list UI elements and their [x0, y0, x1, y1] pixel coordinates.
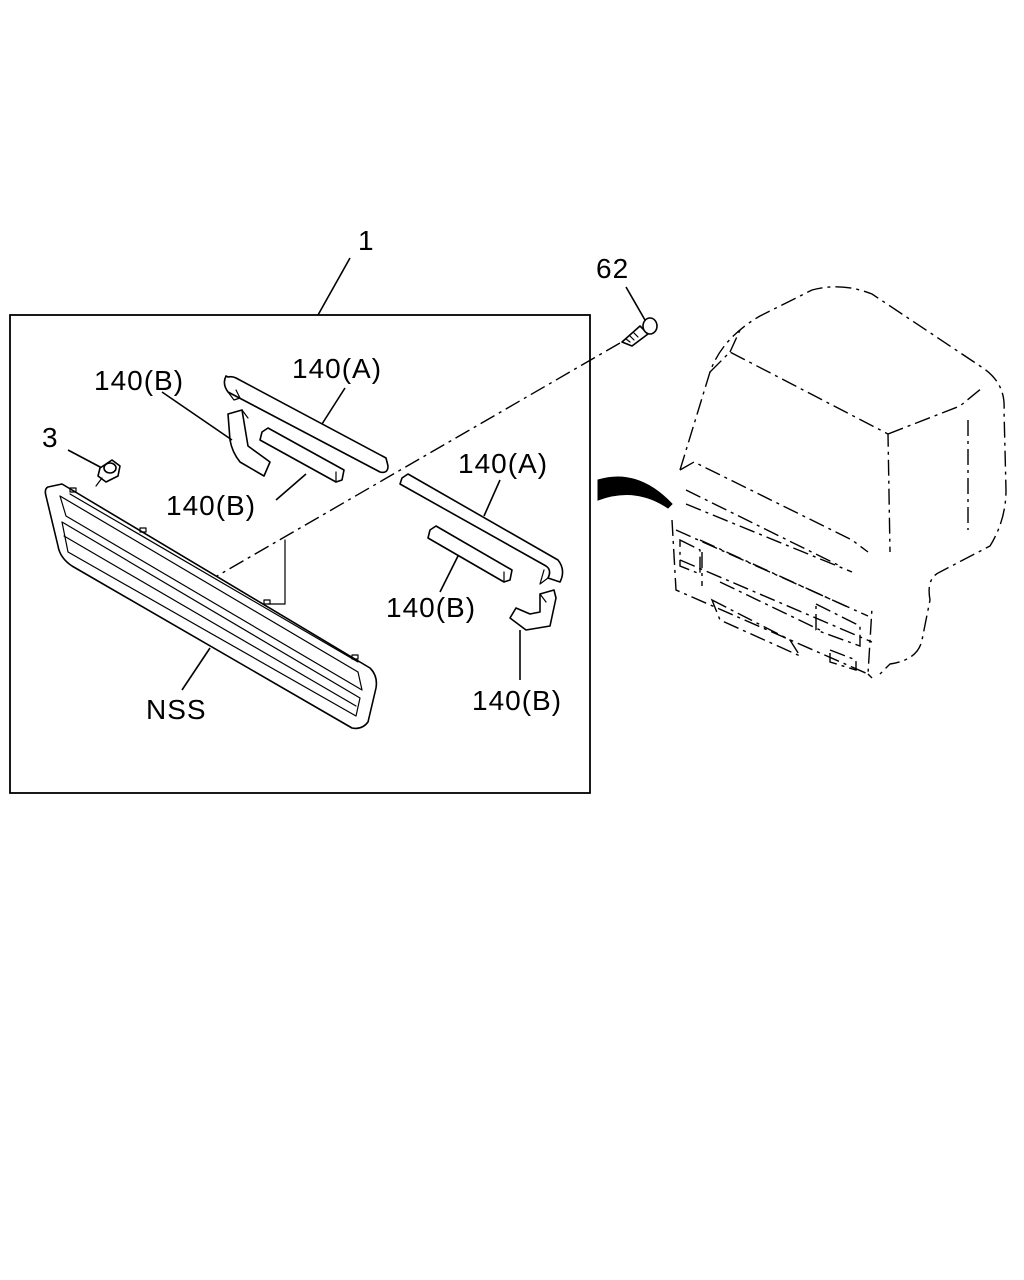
truck-cab-illustration — [671, 286, 1007, 679]
seal-a-upper-part — [223, 375, 389, 474]
callout-seal-a-lower: 140(A) — [458, 448, 548, 479]
callout-screw: 62 — [596, 253, 629, 284]
leader-clip — [67, 449, 103, 469]
seal-b-lower-right-part — [509, 589, 557, 631]
seal-a-lower-part — [399, 473, 564, 585]
leader-seal-a-lower — [483, 479, 501, 517]
leader-seal-b-upper-left — [161, 391, 233, 441]
alignment-line-screw — [204, 342, 621, 584]
callout-assembly: 1 — [358, 225, 375, 256]
screw-part — [621, 317, 658, 347]
leader-seal-b-upper-mid — [275, 473, 307, 501]
callout-seal-b-lower-mid: 140(B) — [386, 592, 476, 623]
leader-seal-a-upper — [321, 387, 346, 425]
leader-assembly — [317, 257, 351, 316]
callout-seal-a-upper: 140(A) — [292, 353, 382, 384]
assembly-frame — [9, 314, 591, 794]
seal-b-upper-left-part — [227, 409, 271, 477]
leader-grille — [181, 647, 211, 691]
callout-seal-b-upper-left: 140(B) — [94, 365, 184, 396]
callout-seal-b-upper-mid: 140(B) — [166, 490, 256, 521]
clip-part — [95, 459, 121, 487]
locator-arrow — [597, 476, 673, 509]
callout-clip: 3 — [42, 422, 59, 453]
grille-part — [44, 483, 378, 730]
leader-screw — [625, 286, 646, 321]
callout-seal-b-lower-right: 140(B) — [472, 685, 562, 716]
callout-grille: NSS — [146, 694, 207, 725]
leader-seal-b-lower-mid — [439, 555, 459, 593]
seal-b-lower-mid-part — [427, 525, 513, 583]
seal-b-upper-mid-part — [259, 427, 345, 483]
